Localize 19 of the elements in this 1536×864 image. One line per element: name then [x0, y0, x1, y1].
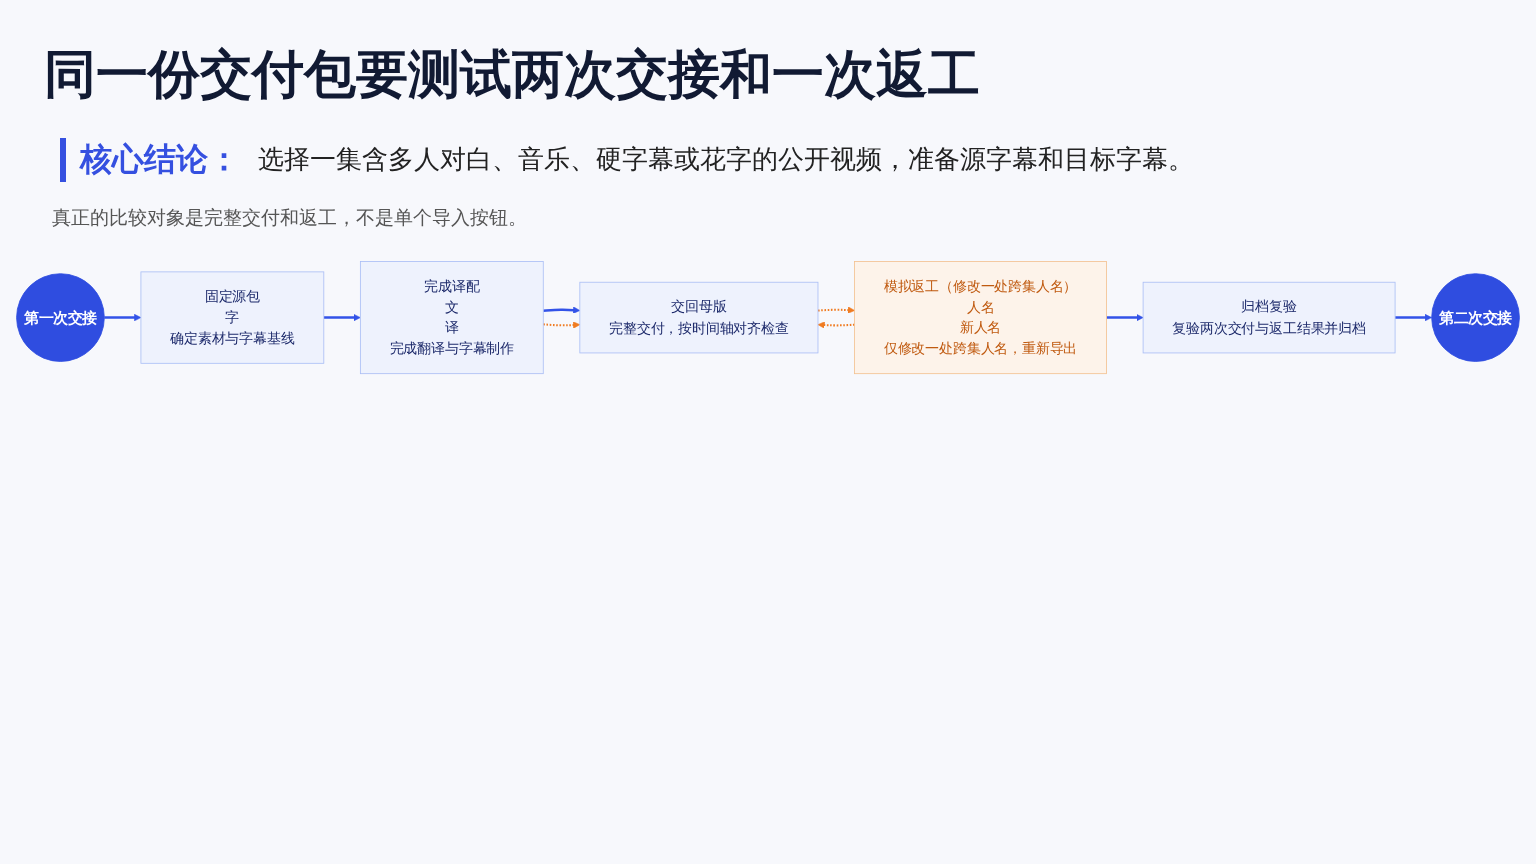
node-box: 模拟返工（修改一处跨集人名） 人名 新人名 仅修改一处跨集人名，重新导出 — [854, 261, 1107, 375]
arrow — [543, 321, 581, 329]
arrow — [323, 314, 361, 322]
note-text: 真正的比较对象是完整交付和返工，不是单个导入按钮。 — [52, 205, 527, 230]
arrow — [543, 306, 581, 314]
node-circle: 第二次交接 — [1431, 273, 1520, 362]
node-box: 交回母版 完整交付，按时间轴对齐检查 — [579, 281, 819, 354]
arrow — [817, 306, 855, 314]
node-box: 归档复验 复验两次交付与返工结果并归档 — [1142, 281, 1396, 354]
conclusion-heading: 核心结论： — [60, 138, 240, 182]
arrow — [817, 321, 855, 329]
arrow — [104, 314, 142, 322]
conclusion-text: 选择一集含多人对白、音乐、硬字幕或花字的公开视频，准备源字幕和目标字幕。 — [258, 143, 1194, 176]
arrow — [1106, 314, 1144, 322]
node-box: 完成译配 文 译 完成翻译与字幕制作 — [359, 261, 544, 375]
node-circle: 第一次交接 — [16, 273, 105, 362]
arrow — [1395, 314, 1432, 322]
node-box: 固定源包 字 确定素材与字幕基线 — [140, 271, 325, 364]
title: 同一份交付包要测试两次交接和一次返工 — [44, 43, 980, 106]
